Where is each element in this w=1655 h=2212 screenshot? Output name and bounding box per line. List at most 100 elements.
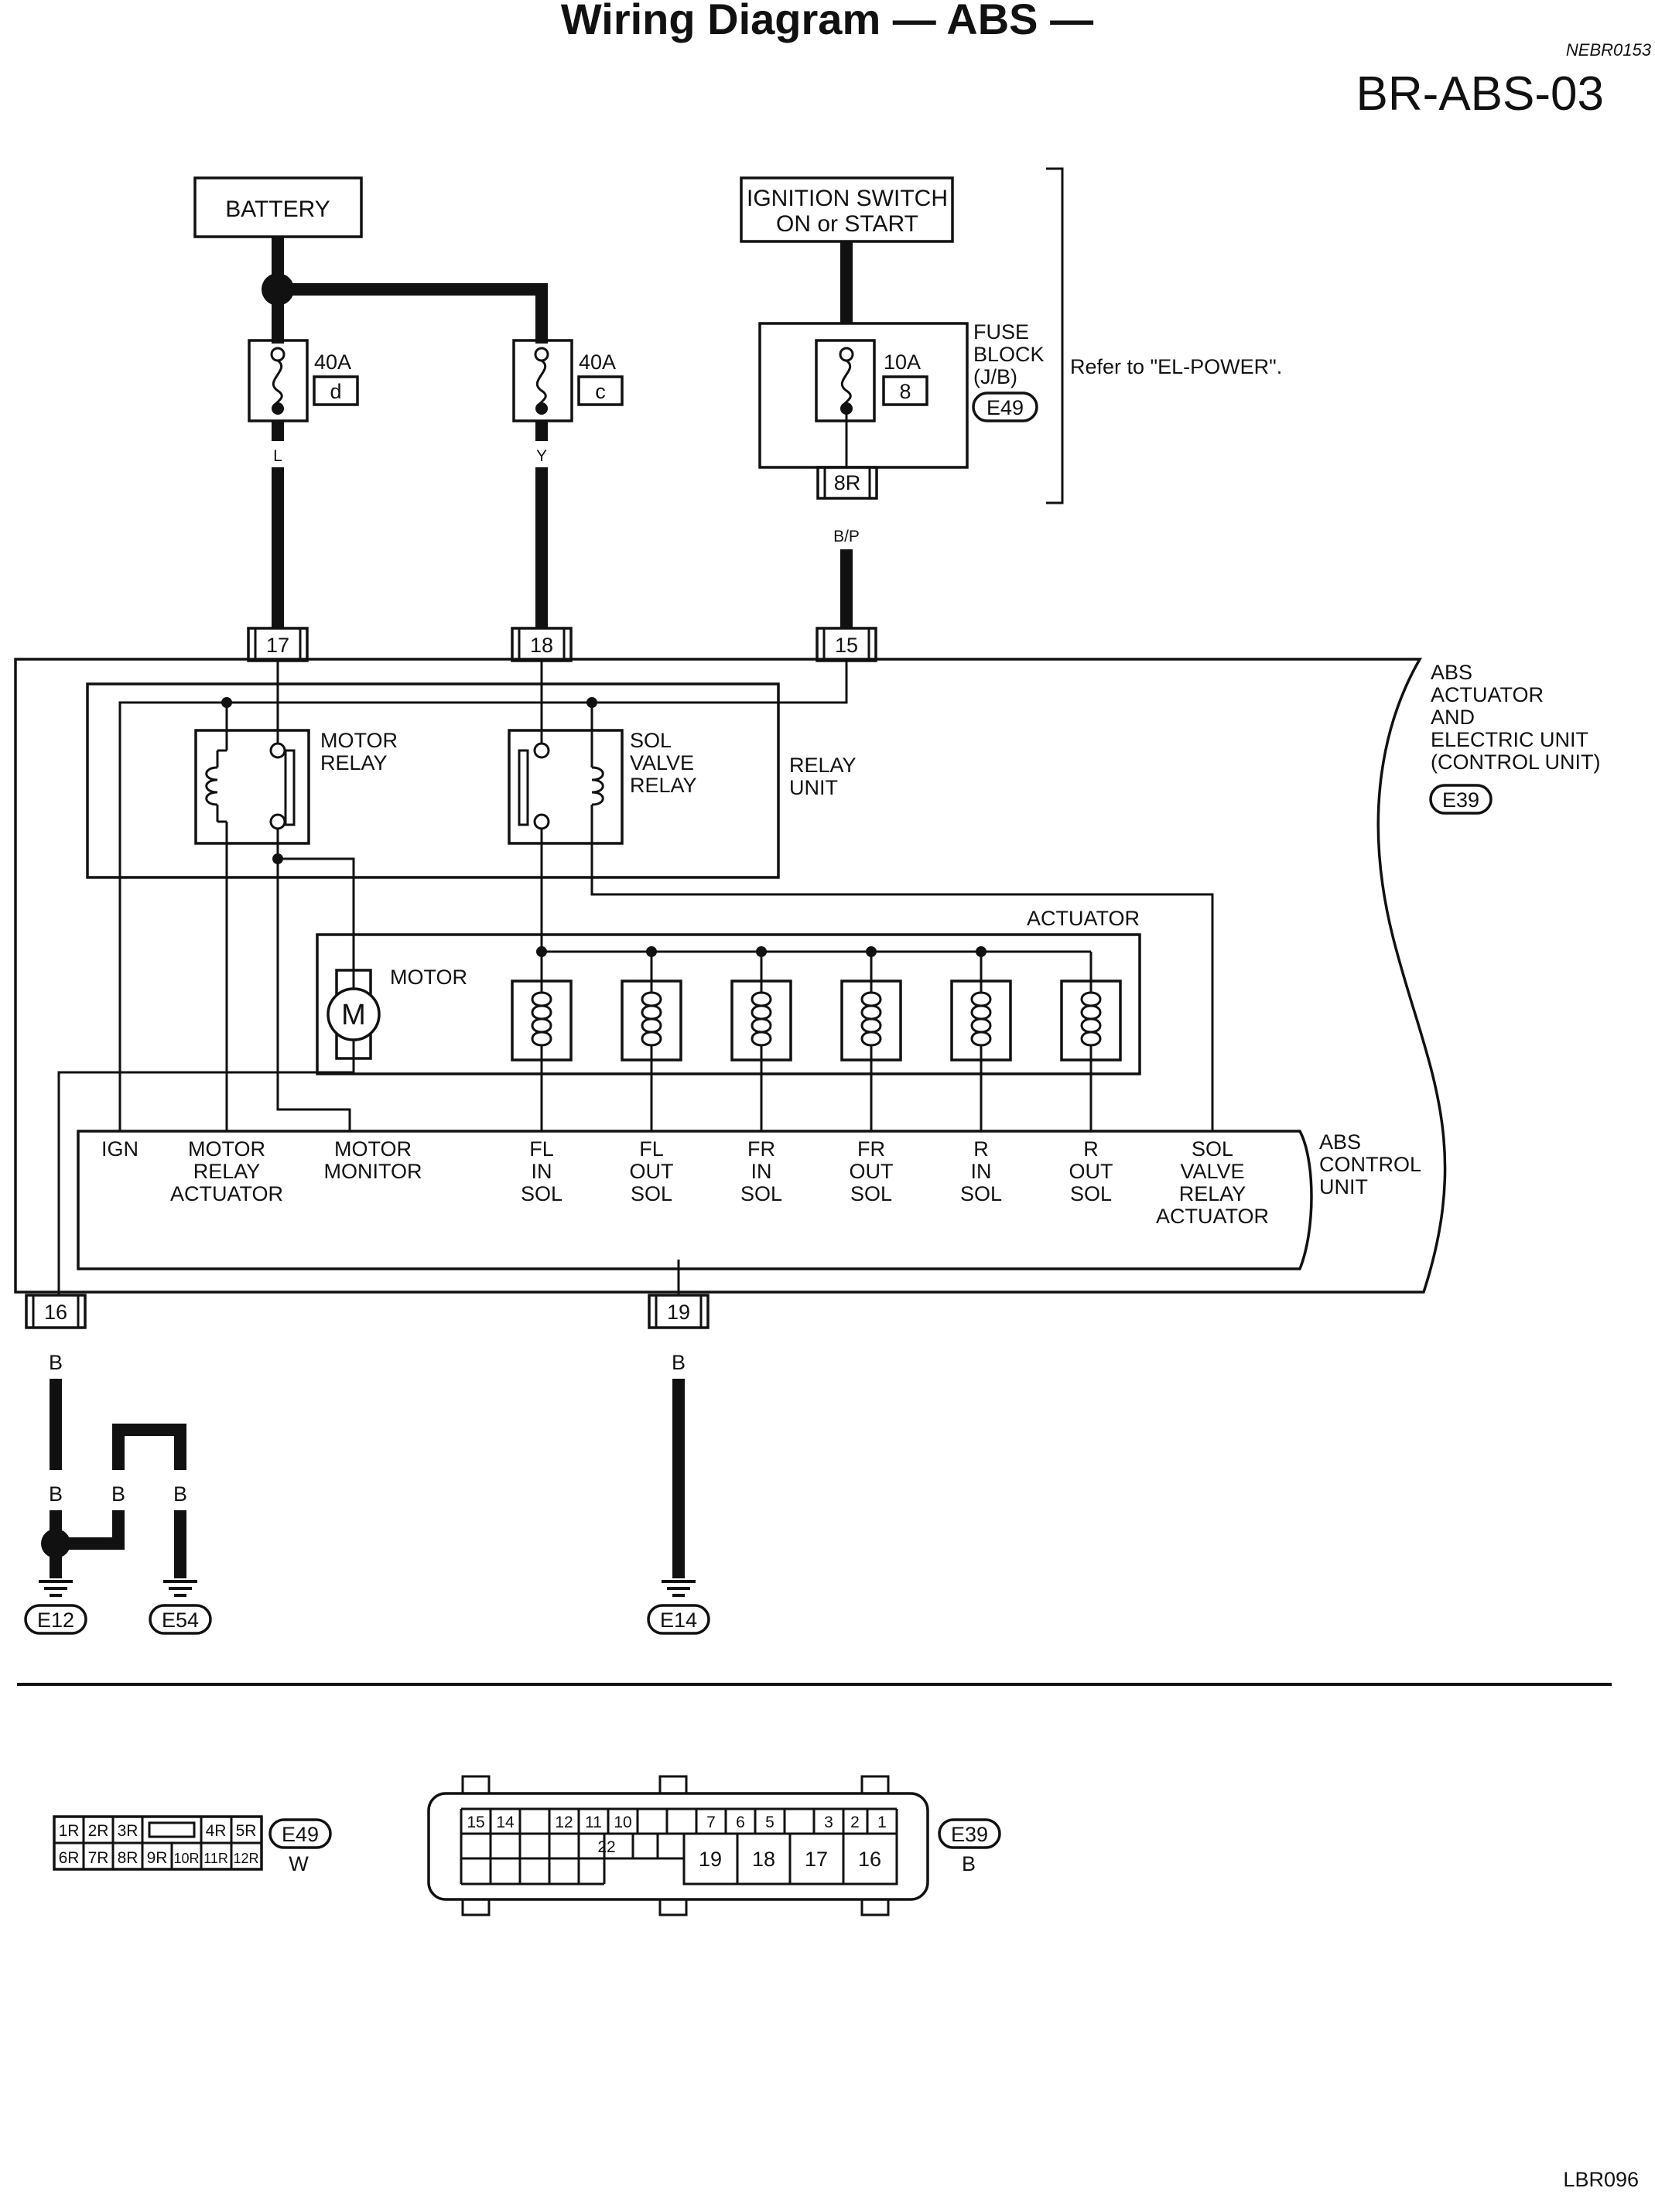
cu-mra-l3: ACTUATOR	[170, 1182, 283, 1205]
ground-e14-label: E14	[660, 1609, 697, 1632]
fuse-block: 10A 8 FUSE BLOCK (J/B) E49 8R	[758, 320, 1045, 500]
ground-wire-color-19: B	[672, 1351, 686, 1374]
cu-terminal-sol-valve-relay-actuator: SOL VALVE RELAY ACTUATOR	[1156, 1137, 1269, 1228]
motor-symbol: M	[341, 999, 366, 1031]
ground-wire-color-16: B	[49, 1351, 63, 1374]
cu-frin-l2: IN	[751, 1160, 772, 1183]
cu-frout-l1: FR	[857, 1137, 885, 1161]
fuse-8-id: 8	[899, 380, 911, 403]
ground-e12: E12	[24, 1580, 87, 1635]
el-power-note: Refer to "EL-POWER".	[1070, 355, 1282, 378]
ground-e54-label: E54	[162, 1609, 199, 1632]
cu-frout-l3: SOL	[850, 1182, 892, 1205]
cu-frout-l2: OUT	[850, 1160, 894, 1183]
cu-terminal-r-in-sol: R IN SOL	[960, 1137, 1002, 1205]
e49-pin-6r: 6R	[59, 1849, 80, 1867]
power-bracket	[1046, 167, 1064, 504]
terminal-18-label: 18	[530, 634, 553, 657]
cu-rout-l2: OUT	[1069, 1160, 1113, 1183]
ground-e14: E14	[647, 1580, 710, 1635]
diagram-title: Wiring Diagram — ABS —	[561, 0, 1093, 43]
cu-terminal-motor-monitor: MOTOR MONITOR	[324, 1137, 422, 1183]
terminal-19-label: 19	[667, 1301, 690, 1324]
cu-terminal-fl-in-sol: FL IN SOL	[521, 1137, 562, 1205]
e49-pin-1r: 1R	[59, 1822, 80, 1840]
e39-pin-3: 3	[824, 1814, 833, 1831]
document-code: NEBR0153	[1566, 40, 1652, 60]
control-unit-label-1: ABS	[1319, 1130, 1361, 1154]
fuse-c: 40A c Y	[512, 339, 624, 465]
e39-color: B	[962, 1852, 976, 1875]
cu-rout-l1: R	[1083, 1137, 1099, 1161]
fuse-block-connector: E49	[987, 396, 1024, 419]
e39-pin-16: 16	[858, 1848, 881, 1871]
terminal-19: 19	[648, 1294, 710, 1329]
terminal-17-label: 17	[266, 634, 289, 657]
fuse-c-amp: 40A	[579, 350, 616, 374]
e39-pin-14: 14	[496, 1814, 515, 1831]
terminal-15-label: 15	[835, 634, 858, 657]
cu-ign-l1: IGN	[101, 1137, 138, 1161]
wire-color-y: Y	[536, 447, 547, 465]
fuse-d-id: d	[330, 380, 341, 403]
abs-unit-outline	[14, 658, 1447, 1294]
e39-pin-12: 12	[555, 1814, 573, 1831]
cu-frin-l3: SOL	[740, 1182, 782, 1205]
unit-label-4: ELECTRIC UNIT	[1431, 728, 1588, 751]
cu-flout-l2: OUT	[630, 1160, 674, 1183]
abs-control-unit-box	[77, 1130, 1313, 1270]
cu-svra-l3: RELAY	[1179, 1182, 1246, 1205]
solenoid-fr-in	[730, 980, 792, 1062]
cu-rin-l3: SOL	[960, 1182, 1002, 1205]
cu-svra-l1: SOL	[1192, 1137, 1233, 1161]
fuse-block-label-2: BLOCK	[973, 343, 1045, 366]
terminal-17: 17	[247, 627, 309, 662]
motor: M MOTOR	[327, 966, 467, 1060]
e49-pin-2r: 2R	[88, 1822, 109, 1840]
ground-e54: E54	[149, 1580, 212, 1635]
e39-pin-2: 2	[850, 1814, 860, 1831]
e49-pin-12r: 12R	[233, 1851, 258, 1866]
unit-label-5: (CONTROL UNIT)	[1431, 750, 1600, 774]
control-unit-label-2: CONTROL	[1319, 1153, 1421, 1176]
fuse-d: 40A d L	[248, 339, 359, 465]
wire-color-l: L	[273, 447, 282, 465]
e49-pin-11r: 11R	[203, 1851, 228, 1866]
solenoid-fl-in	[511, 980, 573, 1062]
e39-pin-15: 15	[467, 1814, 484, 1831]
cu-flin-l1: FL	[529, 1137, 554, 1161]
e39-pin-7: 7	[706, 1814, 716, 1831]
cu-mra-l1: MOTOR	[188, 1137, 265, 1161]
solenoid-r-in	[950, 980, 1012, 1062]
e49-color: W	[289, 1852, 309, 1875]
relay-unit-box	[86, 682, 780, 879]
e39-pin-5: 5	[765, 1814, 774, 1831]
terminal-18: 18	[511, 627, 573, 662]
unit-connector-e39: E39	[1442, 788, 1479, 812]
relay-unit-label-2: UNIT	[789, 776, 838, 799]
e49-pin-7r: 7R	[88, 1849, 109, 1867]
solenoid-r-out	[1060, 980, 1122, 1062]
ignition-label-2: ON or START	[776, 211, 918, 237]
wire-color-bp: B/P	[833, 528, 860, 545]
cu-terminal-ign: IGN	[101, 1137, 138, 1161]
cu-mm-l2: MONITOR	[324, 1160, 422, 1183]
motor-relay-label-1: MOTOR	[320, 729, 398, 752]
e39-pin-11: 11	[585, 1814, 602, 1831]
fuse-8-amp: 10A	[884, 350, 921, 374]
e39-pin-18: 18	[752, 1848, 775, 1871]
cu-terminal-r-out-sol: R OUT SOL	[1069, 1137, 1113, 1205]
cu-svra-l2: VALVE	[1180, 1160, 1244, 1183]
ground-e12-label: E12	[37, 1609, 74, 1632]
connector-e49: 1R 2R 3R 4R 5R 6R 7R 8R 9R 10R 11R 12R E…	[53, 1815, 332, 1875]
cu-terminal-fr-out-sol: FR OUT SOL	[850, 1137, 894, 1205]
cu-svra-l4: ACTUATOR	[1156, 1205, 1269, 1228]
cu-mra-l2: RELAY	[193, 1160, 261, 1183]
cu-flin-l3: SOL	[521, 1182, 562, 1205]
ground-wiring: B B B B B	[41, 1351, 686, 1578]
terminal-16-label: 16	[44, 1301, 67, 1324]
page-id: BR-ABS-03	[1356, 67, 1604, 121]
actuator-label: ACTUATOR	[1027, 907, 1140, 930]
cu-rin-l1: R	[973, 1137, 989, 1161]
